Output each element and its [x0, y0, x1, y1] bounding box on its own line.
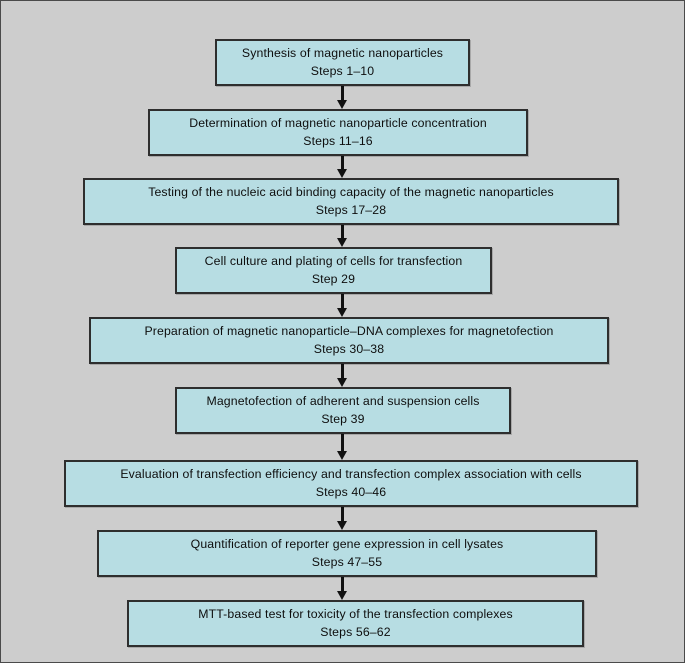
flow-step-range: Step 39: [321, 411, 365, 426]
flow-step-box: Determination of magnetic nanoparticle c…: [148, 109, 528, 156]
flow-step-box: Magnetofection of adherent and suspensio…: [175, 387, 511, 434]
arrow-stem: [340, 577, 344, 592]
flow-step-range: Steps 1–10: [310, 63, 375, 78]
arrow-head: [336, 521, 347, 530]
flow-step-title: Determination of magnetic nanoparticle c…: [189, 116, 487, 131]
arrow-stem: [340, 225, 344, 239]
flow-step-box: Evaluation of transfection efficiency an…: [64, 460, 638, 507]
flow-arrow-down-icon: [334, 294, 350, 317]
flow-step-title: Testing of the nucleic acid binding capa…: [148, 185, 554, 200]
flow-arrow-down-icon: [334, 434, 350, 460]
arrow-head: [336, 591, 347, 600]
flow-arrow-down-icon: [334, 507, 350, 530]
flow-arrow-down-icon: [334, 86, 350, 109]
flow-step-title: Quantification of reporter gene expressi…: [190, 537, 504, 552]
arrow-head: [336, 238, 347, 247]
flow-step-title: Magnetofection of adherent and suspensio…: [206, 394, 480, 409]
flow-step-title: Evaluation of transfection efficiency an…: [120, 467, 582, 482]
arrow-stem: [340, 294, 344, 309]
flow-step-box: Quantification of reporter gene expressi…: [97, 530, 597, 577]
flow-step-title: Cell culture and plating of cells for tr…: [204, 254, 463, 269]
arrow-stem: [340, 86, 344, 101]
flow-step-range: Steps 11–16: [303, 133, 373, 148]
arrow-head: [336, 169, 347, 178]
flow-step-box: Testing of the nucleic acid binding capa…: [83, 178, 619, 225]
flow-step-range: Steps 40–46: [315, 484, 387, 499]
arrow-stem: [340, 364, 344, 379]
flow-arrow-down-icon: [334, 225, 350, 247]
arrow-head: [336, 100, 347, 109]
flow-arrow-down-icon: [334, 577, 350, 600]
flow-step-range: Steps 17–28: [315, 202, 387, 217]
flow-step-title: Preparation of magnetic nanoparticle–DNA…: [144, 324, 554, 339]
arrow-head: [336, 378, 347, 387]
flow-step-title: Synthesis of magnetic nanoparticles: [241, 46, 444, 61]
flow-arrow-down-icon: [334, 156, 350, 178]
arrow-head: [336, 308, 347, 317]
arrow-stem: [340, 507, 344, 522]
flow-step-range: Steps 56–62: [320, 624, 391, 639]
flow-step-box: Preparation of magnetic nanoparticle–DNA…: [89, 317, 609, 364]
flow-step-title: MTT-based test for toxicity of the trans…: [198, 607, 513, 622]
flow-step-range: Step 29: [311, 271, 356, 286]
arrow-stem: [340, 434, 344, 452]
arrow-stem: [340, 156, 344, 170]
flow-step-box: Cell culture and plating of cells for tr…: [175, 247, 492, 294]
arrow-head: [336, 451, 347, 460]
flow-step-range: Steps 30–38: [313, 341, 385, 356]
flow-arrow-down-icon: [334, 364, 350, 387]
flow-step-range: Steps 47–55: [311, 554, 383, 569]
flow-step-box: MTT-based test for toxicity of the trans…: [127, 600, 584, 647]
